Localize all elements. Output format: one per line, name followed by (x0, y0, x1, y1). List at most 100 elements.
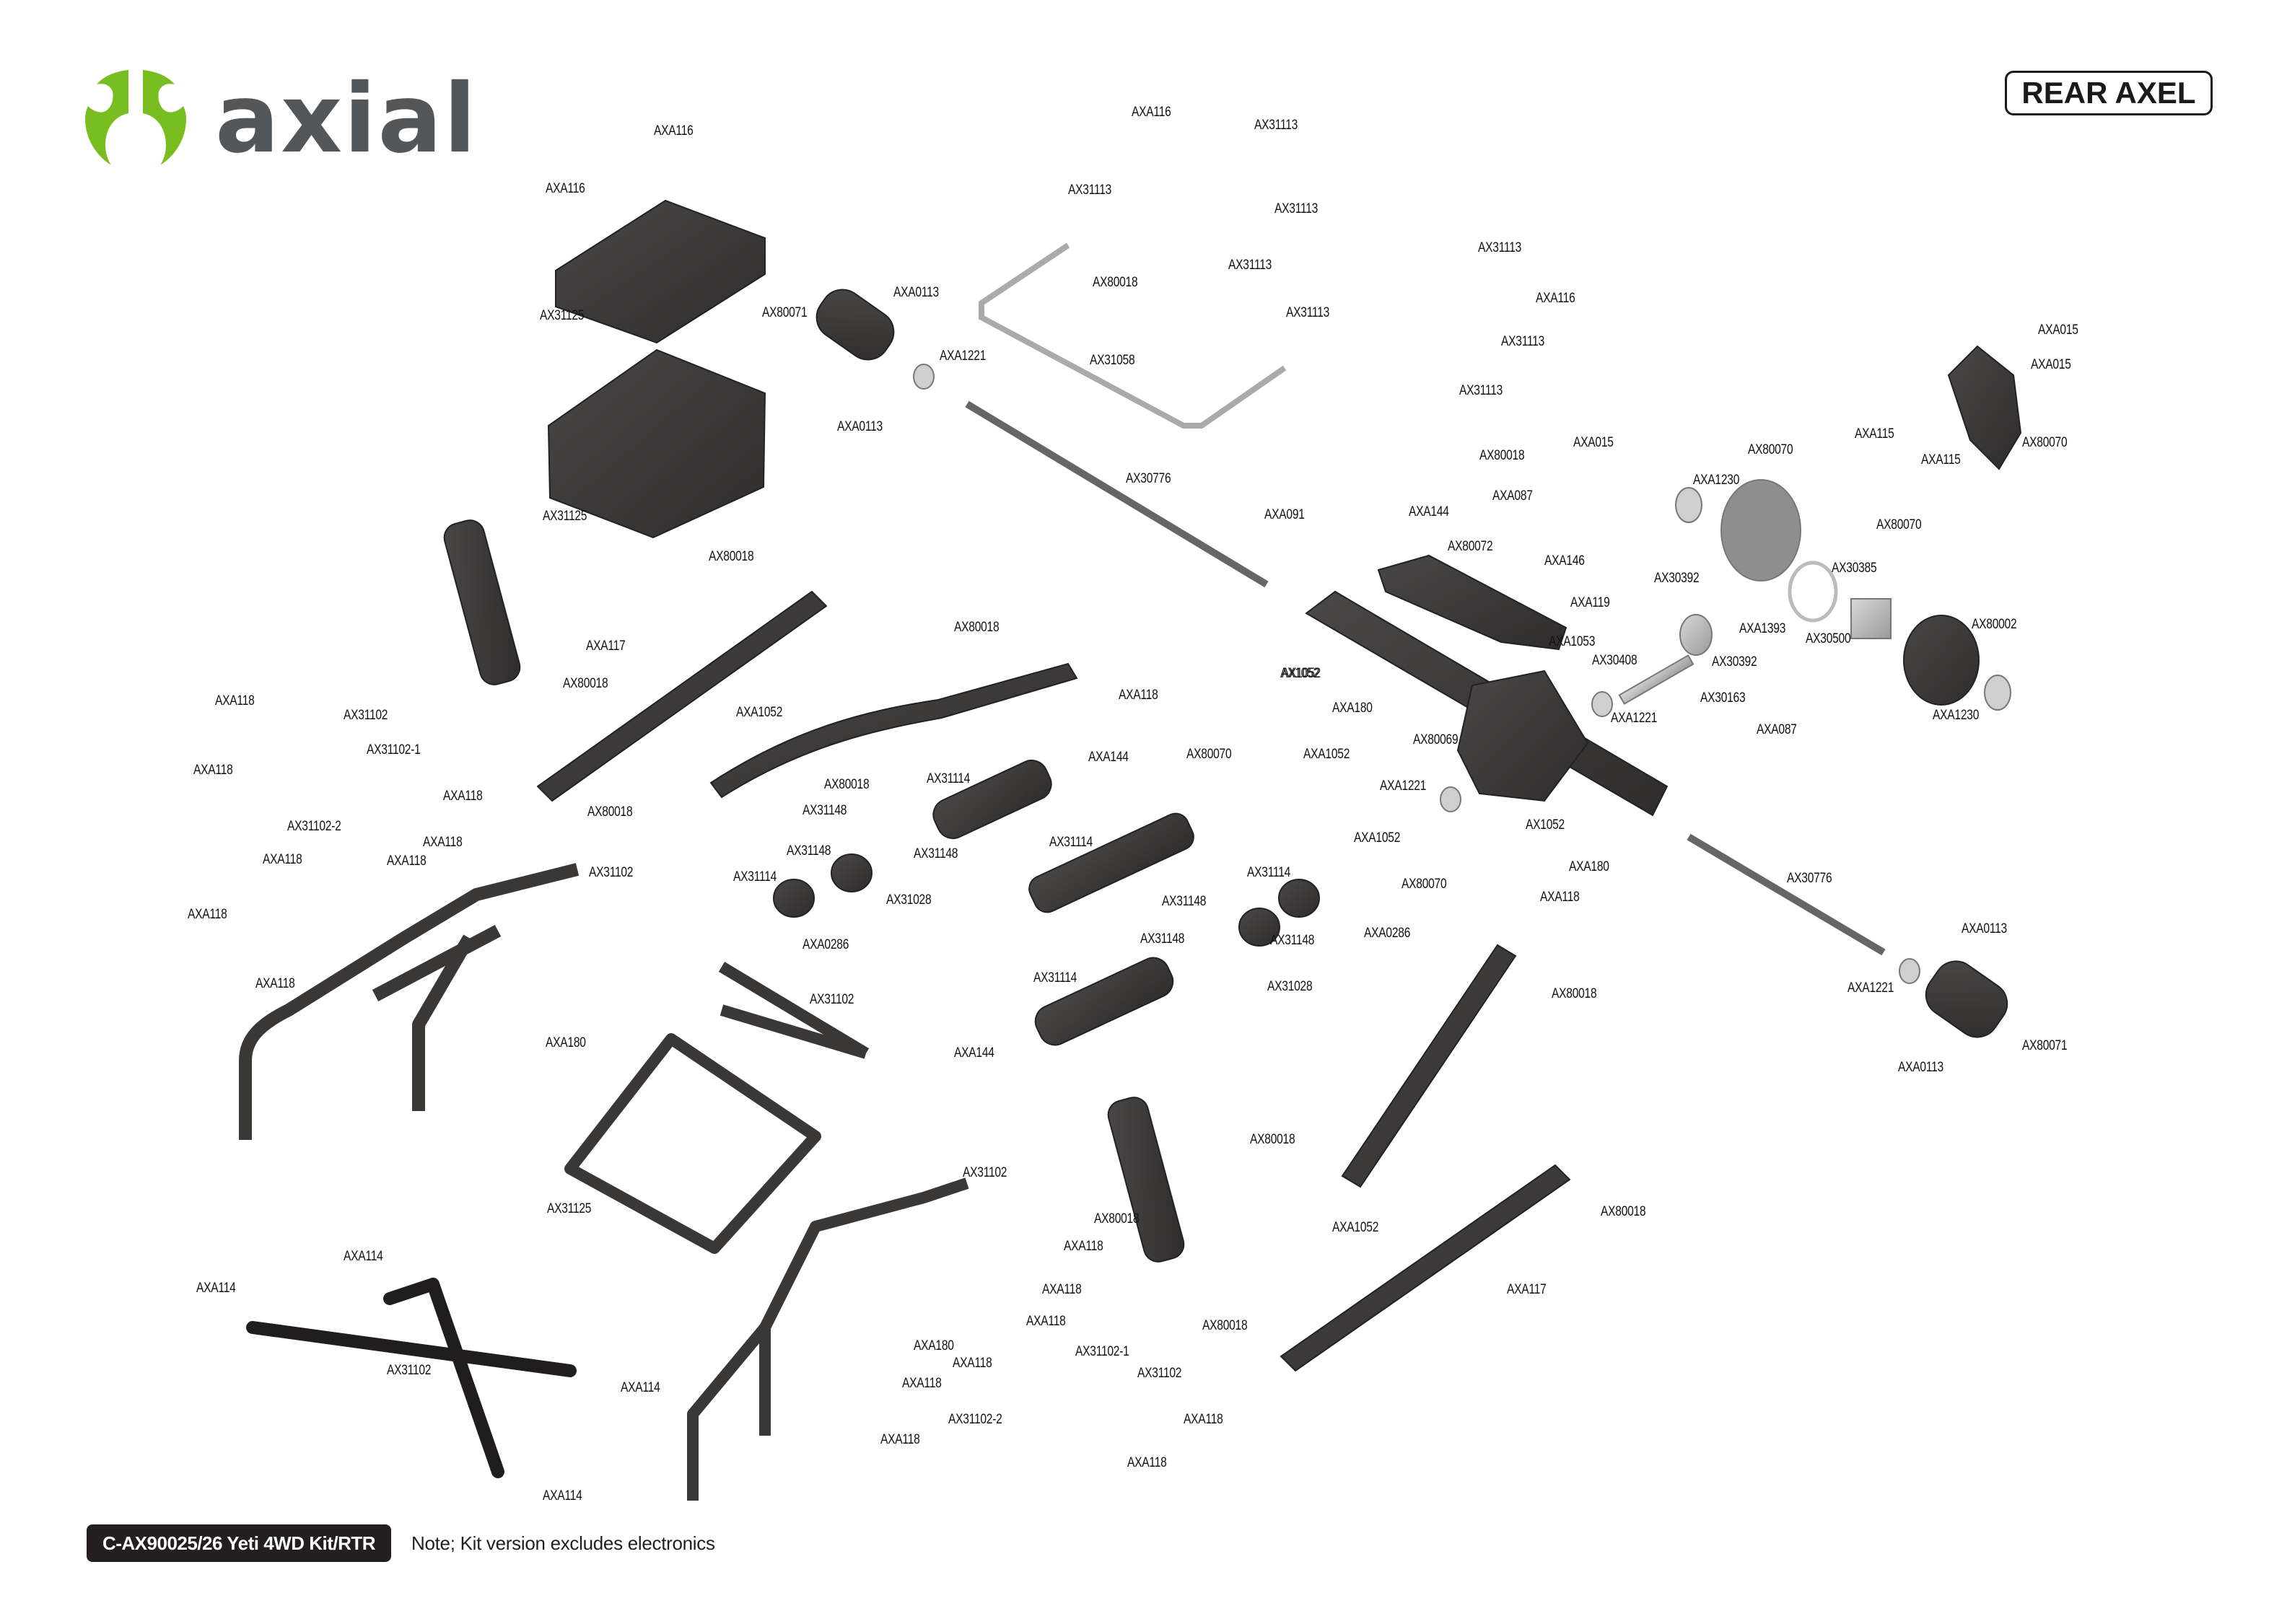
part-number-label: AX31148 (787, 843, 831, 859)
part-number-label: AX80018 (709, 549, 754, 564)
part-number-label: AXA118 (387, 853, 427, 869)
part-number-label: AX31113 (1274, 201, 1319, 216)
part-number-label: AX80072 (1448, 539, 1493, 554)
part-number-label: AXA119 (1570, 595, 1610, 610)
part-number-label: AXA118 (1540, 890, 1580, 905)
driveshaft-upper (932, 759, 1194, 913)
part-number-label: AXA180 (914, 1338, 954, 1353)
part-number-label: AXA116 (1132, 105, 1171, 120)
rear-sway-bar (979, 242, 1287, 429)
axial-wordmark: axial (215, 63, 478, 175)
part-number-label: AX80018 (1479, 448, 1525, 463)
rear-cage (239, 863, 580, 1140)
part-number-label: AX80018 (1601, 1204, 1646, 1219)
part-number-label: AX80069 (1413, 732, 1459, 747)
part-number-label: AX30392 (1654, 571, 1700, 586)
part-number-label: AXA1230 (1933, 708, 1980, 723)
diff-cover (1947, 345, 2022, 470)
part-number-label: AX31113 (1254, 118, 1298, 133)
part-number-label: AXA118 (1042, 1282, 1082, 1297)
model-badge: C-AX90025/26 Yeti 4WD Kit/RTR (87, 1524, 391, 1562)
part-number-label: AXA0286 (803, 937, 849, 952)
axle-end-right (1925, 960, 2008, 1038)
part-number-label: AX31113 (1286, 305, 1330, 320)
part-number-label: AXA180 (1569, 859, 1609, 874)
part-number-label: AXA118 (188, 907, 227, 922)
part-number-label: AXA118 (1064, 1239, 1103, 1254)
part-number-label: AX31148 (803, 803, 847, 818)
shock-absorber-upper (443, 519, 521, 685)
part-number-label: AX80018 (1202, 1318, 1248, 1333)
part-number-label: AXA146 (1544, 553, 1585, 569)
part-number-label: AXA0113 (837, 419, 883, 434)
part-number-label: AX31102 (963, 1165, 1007, 1180)
part-number-label: AXA114 (621, 1380, 660, 1395)
part-number-label: AXA118 (193, 763, 233, 778)
section-title: REAR AXEL (2005, 71, 2213, 115)
part-number-label: AX31114 (1033, 970, 1077, 986)
ring-gear (1720, 479, 1801, 581)
lower-link-left (537, 591, 827, 802)
part-number-label: AX30385 (1832, 561, 1877, 576)
part-number-label: AXA1052 (1354, 830, 1401, 846)
pinion-shaft (1618, 654, 1694, 705)
part-number-label: AXA1221 (1611, 711, 1658, 726)
bearings (913, 364, 2011, 984)
part-number-label: AX80018 (1094, 1211, 1140, 1226)
part-number-label: AX80018 (1250, 1132, 1295, 1147)
part-number-label: AX31125 (547, 1201, 592, 1216)
part-number-label: AXA114 (543, 1488, 582, 1504)
chassis-x-brace (246, 1278, 577, 1478)
part-number-label: AXA015 (1573, 435, 1614, 450)
part-number-label: AX31113 (1459, 383, 1503, 398)
part-number-label: AX80002 (1972, 617, 2017, 632)
part-number-label: AXA118 (1119, 688, 1158, 703)
part-number-label: AXA144 (1088, 750, 1129, 765)
part-number-label: AXA114 (344, 1249, 383, 1264)
part-number-label: AX30392 (1712, 654, 1757, 670)
part-number-label: AXA118 (1184, 1412, 1223, 1427)
part-number-label: AX31058 (1090, 353, 1135, 368)
part-number-label: AX80018 (587, 804, 633, 820)
part-number-label: AX31102-2 (287, 819, 341, 834)
part-number-label: AXA0286 (1364, 926, 1411, 941)
part-number-label: AXA1221 (1847, 980, 1894, 996)
part-number-label: AX31114 (1049, 835, 1093, 850)
part-number-label: AXA1221 (1380, 778, 1427, 794)
part-number-label: AXA117 (586, 638, 626, 654)
part-number-label: AX80070 (2022, 435, 2068, 450)
part-number-label: AXA015 (2038, 322, 2078, 338)
part-number-label: AX1052 (1526, 817, 1565, 833)
part-number-label: AXA1052 (1303, 747, 1350, 762)
part-number-label: AXA180 (546, 1035, 586, 1050)
part-number-label: AX80018 (1093, 275, 1138, 290)
shock-absorber-lower (1107, 1097, 1185, 1263)
part-number-label: AXA0113 (893, 285, 939, 300)
drive-axle-left (965, 400, 1269, 588)
part-number-label: AX1052 (1282, 666, 1321, 681)
drive-axle-right (1687, 833, 1886, 956)
part-number-label: AXA0113 (1962, 921, 2007, 936)
part-number-label: AX31148 (1140, 931, 1185, 947)
part-number-label: AXA091 (1264, 507, 1305, 522)
axle-end-left (815, 289, 895, 361)
part-number-label: AX1052 (1280, 666, 1319, 681)
part-number-label: AXA118 (1026, 1314, 1066, 1329)
part-number-label: AXA1052 (736, 705, 783, 720)
battery-tray-lid (555, 199, 766, 344)
part-number-label: AX80018 (563, 676, 608, 691)
part-number-label: AX30776 (1126, 471, 1171, 486)
battery-tray (547, 348, 766, 539)
spool (1850, 598, 1892, 639)
lower-link-right (1280, 1164, 1571, 1372)
part-number-label: AXA118 (953, 1356, 992, 1371)
part-number-label: AXA118 (1127, 1455, 1167, 1470)
part-number-label: AXA118 (423, 835, 463, 850)
axial-emblem-icon (85, 70, 186, 165)
part-number-label: AXA118 (215, 693, 255, 708)
part-number-label: AX80071 (762, 305, 808, 320)
rear-cage-lower (687, 1177, 969, 1501)
part-number-label: AXA116 (654, 123, 694, 139)
